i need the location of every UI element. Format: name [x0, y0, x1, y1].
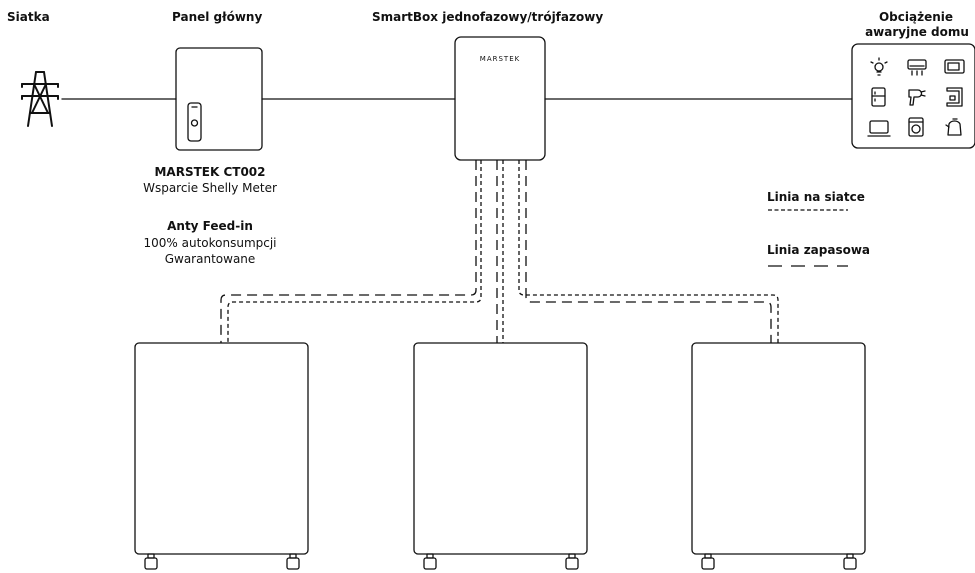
feature-title: Anty Feed-in — [167, 219, 253, 233]
battery-cabinet-left — [134, 342, 309, 555]
kettle-icon — [945, 118, 962, 136]
smartbox-brand: MARSTEK — [480, 55, 520, 63]
caster-wheel-icon — [144, 553, 857, 570]
washing-machine-icon — [908, 117, 924, 137]
air-conditioner-icon — [907, 59, 927, 76]
microwave-icon — [944, 59, 965, 74]
bulb-icon — [870, 57, 888, 76]
main-panel — [175, 47, 263, 151]
legend-backup-line-label: Linia zapasowa — [767, 243, 871, 257]
battery-cabinet-right — [691, 342, 866, 555]
feature-line-2: Gwarantowane — [164, 252, 256, 266]
feature-line-1: 100% autokonsumpcji — [143, 236, 277, 250]
grid-label: Siatka — [7, 10, 50, 24]
transmission-tower-icon — [21, 71, 59, 127]
tv-icon — [867, 120, 891, 137]
backup-load-panel — [851, 43, 975, 149]
battery-cabinet-middle — [413, 342, 588, 555]
hair-dryer-icon — [908, 89, 926, 106]
ct-support-caption: Wsparcie Shelly Meter — [143, 181, 277, 195]
smartbox-label: SmartBox jednofazowy/trójfazowy — [372, 10, 604, 24]
smartbox-device — [454, 36, 546, 161]
legend-grid-line-label: Linia na siatce — [767, 190, 865, 204]
main-panel-label: Panel główny — [172, 10, 263, 24]
backup-load-label-2: awaryjne domu — [865, 25, 969, 39]
ct-model-caption: MARSTEK CT002 — [154, 165, 266, 179]
fridge-icon — [871, 87, 886, 107]
battery-connection-lines — [220, 160, 779, 343]
coffee-machine-icon — [946, 87, 963, 107]
backup-load-label-1: Obciążenie — [878, 10, 954, 24]
